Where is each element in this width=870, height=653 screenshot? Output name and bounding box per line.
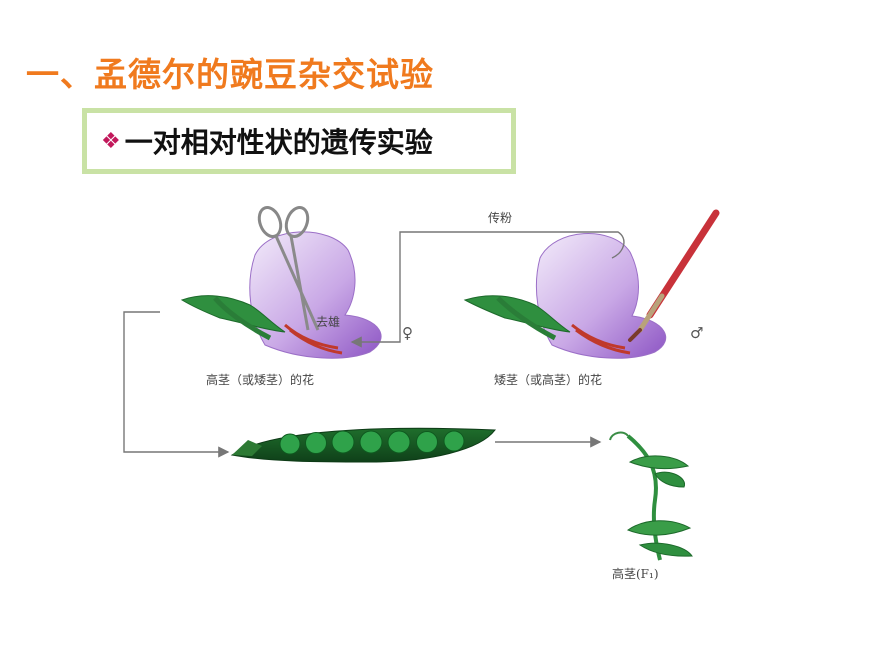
subtitle-box: ❖ 一对相对性状的遗传实验	[82, 108, 516, 174]
offspring-caption: 高茎(F₁)	[612, 566, 659, 581]
tall-plant-f1	[609, 431, 693, 561]
right-flower-stem	[496, 296, 557, 341]
left-flower-stem	[213, 296, 272, 341]
female-symbol: ♀	[402, 324, 413, 342]
subtitle-inner: ❖ 一对相对性状的遗传实验	[87, 113, 511, 169]
right-flower: 矮茎（或高茎）的花	[463, 209, 720, 387]
right-flower-stamen	[571, 323, 631, 355]
paintbrush-icon	[628, 209, 720, 342]
peas	[279, 430, 465, 455]
left-flower-stamen	[284, 323, 343, 355]
subtitle-text: 一对相对性状的遗传实验	[124, 126, 433, 159]
seed-formation-arrow	[123, 311, 230, 458]
left-flower-caption: 高茎（或矮茎）的花	[206, 372, 314, 387]
emasculation-label: 去雄	[316, 314, 340, 329]
slide-title: 一、孟德尔的豌豆杂交试验	[26, 55, 434, 94]
pollination-connector	[350, 231, 625, 348]
pollination-label: 传粉	[488, 210, 512, 225]
pea-pod	[230, 427, 496, 463]
male-symbol: ♂	[690, 324, 703, 342]
right-flower-caption: 矮茎（或高茎）的花	[494, 372, 602, 387]
right-flower-petal	[535, 233, 667, 359]
diamond-bullet-icon: ❖	[101, 128, 121, 154]
left-flower-petal	[249, 231, 382, 359]
scissors-icon	[257, 205, 320, 331]
left-flower: 去雄 高茎（或矮茎）的花	[180, 205, 382, 387]
